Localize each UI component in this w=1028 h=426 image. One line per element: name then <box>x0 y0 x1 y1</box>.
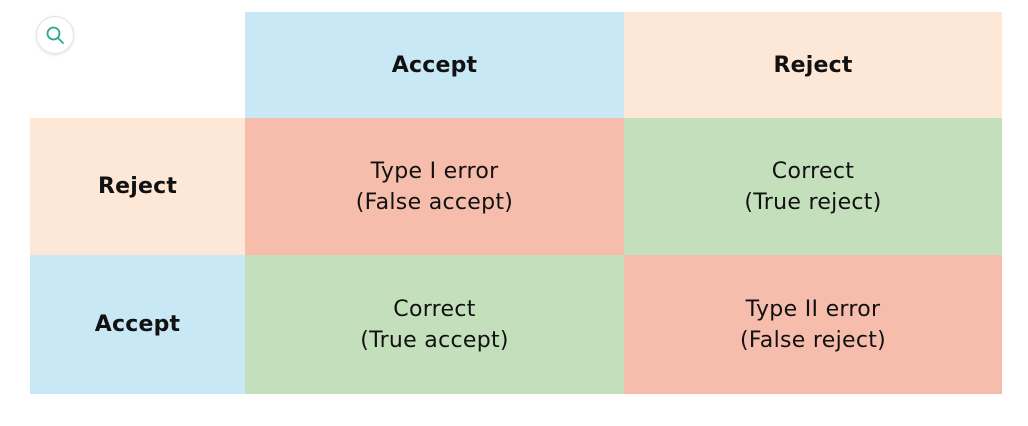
cell-true-reject: Correct (True reject) <box>624 118 1002 255</box>
cell-true-accept: Correct (True accept) <box>245 255 624 394</box>
cell-title: Correct <box>771 158 855 184</box>
row-header-label: Reject <box>97 174 178 199</box>
cell-title: Correct <box>393 296 476 322</box>
row-header-label: Accept <box>94 312 181 337</box>
column-header-label: Reject <box>773 52 853 78</box>
row-header-accept: Accept <box>30 255 245 394</box>
magnifier-icon <box>46 26 64 44</box>
cell-subtitle: (False accept) <box>355 189 514 215</box>
column-header-reject: Reject <box>624 12 1002 118</box>
row-header-reject: Reject <box>30 118 245 255</box>
column-header-accept: Accept <box>245 12 624 118</box>
cell-type-i-error: Type I error (False accept) <box>245 118 624 255</box>
cell-title: Type I error <box>370 158 499 184</box>
zoom-button[interactable] <box>36 16 74 54</box>
cell-subtitle: (True accept) <box>360 327 509 353</box>
column-header-label: Accept <box>391 52 478 78</box>
cell-subtitle: (False reject) <box>739 327 887 353</box>
cell-title: Type II error <box>745 296 881 322</box>
cell-subtitle: (True reject) <box>744 189 882 215</box>
cell-type-ii-error: Type II error (False reject) <box>624 255 1002 394</box>
